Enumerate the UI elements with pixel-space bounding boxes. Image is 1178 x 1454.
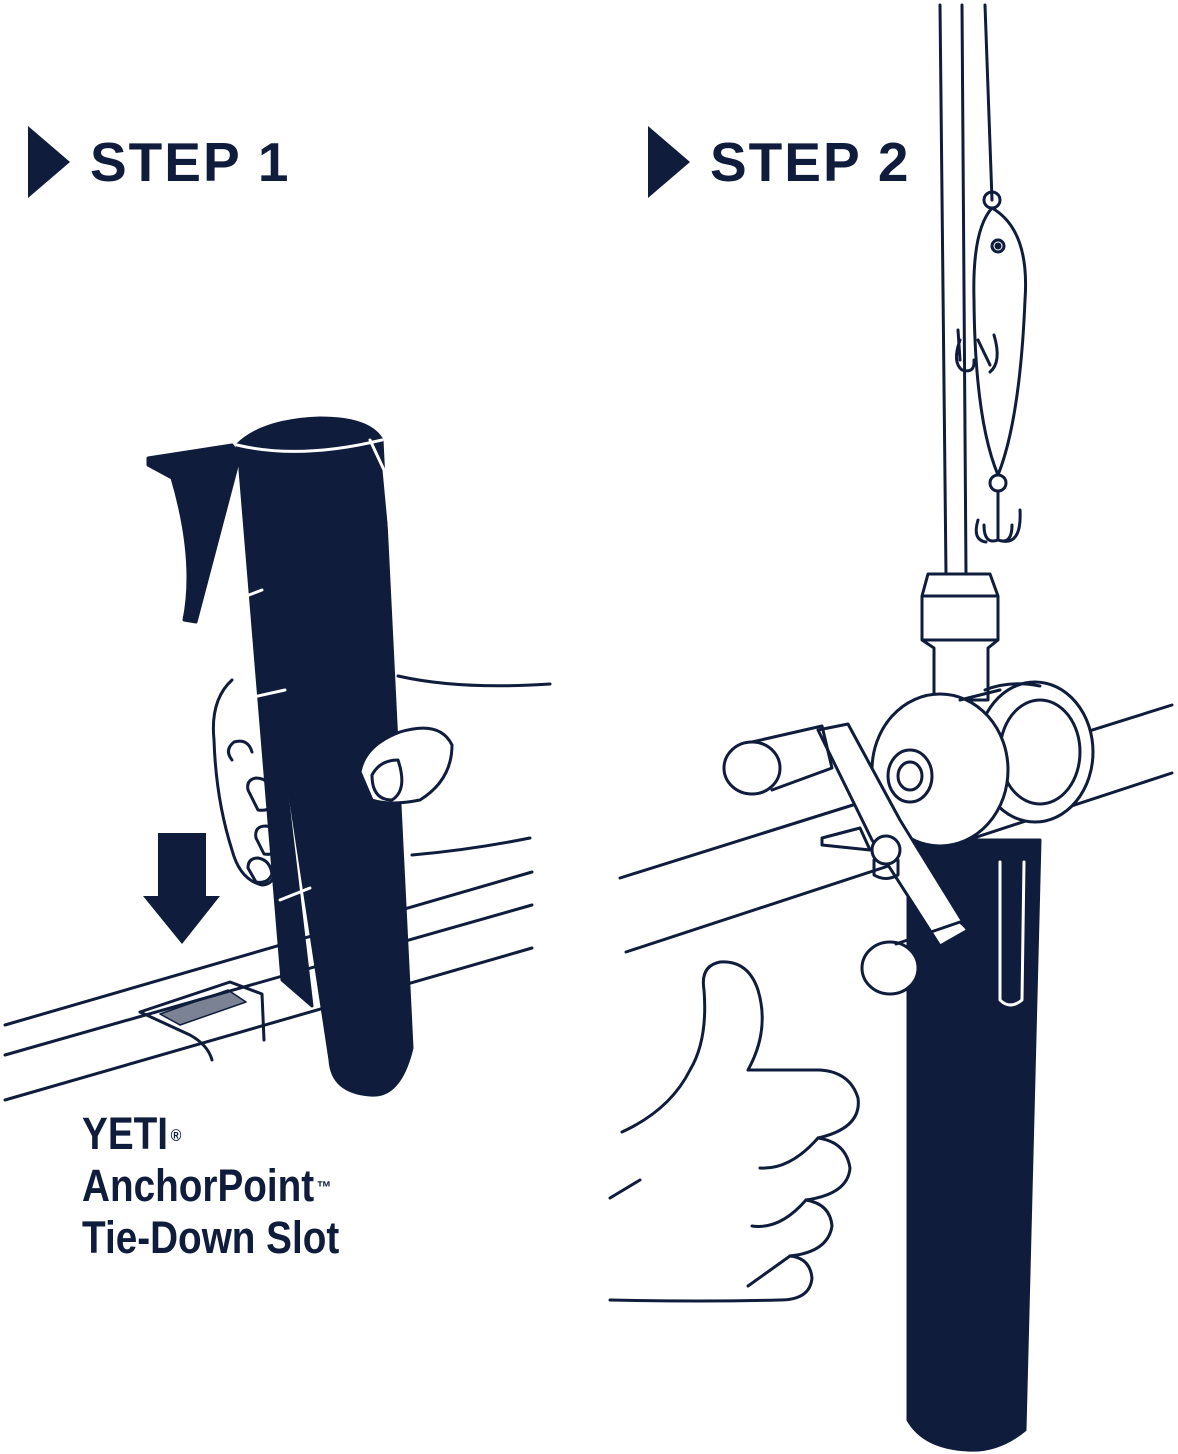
play-arrow-icon [28, 126, 70, 198]
fishing-reel [872, 682, 1093, 846]
step-2-label: STEP 2 [710, 130, 911, 194]
thumbs-up-icon [610, 962, 858, 1301]
caption-description: Tie-Down Slot [82, 1212, 339, 1264]
anchorpoint-slot [140, 982, 264, 1060]
rod-grip [922, 574, 998, 700]
cooler-lid-edge-bottom [5, 948, 532, 1100]
step1-scene [5, 418, 550, 1100]
step-2-heading: STEP 2 [648, 126, 911, 198]
down-arrow-icon [143, 833, 220, 944]
cooler-lid-edge-top [5, 872, 532, 1025]
caption-brand: YETI [82, 1108, 168, 1159]
step-1-heading: STEP 1 [28, 126, 291, 198]
caption-brand-line: YETI® [82, 1108, 339, 1160]
registered-mark: ® [171, 1126, 182, 1145]
step-1-label: STEP 1 [90, 130, 291, 194]
cooler-lid-edge-middle [5, 905, 532, 1055]
play-arrow-icon [648, 126, 690, 198]
step2-scene [610, 5, 1172, 1450]
trademark-mark: ™ [317, 1178, 332, 1197]
caption-product: AnchorPoint [82, 1160, 314, 1211]
